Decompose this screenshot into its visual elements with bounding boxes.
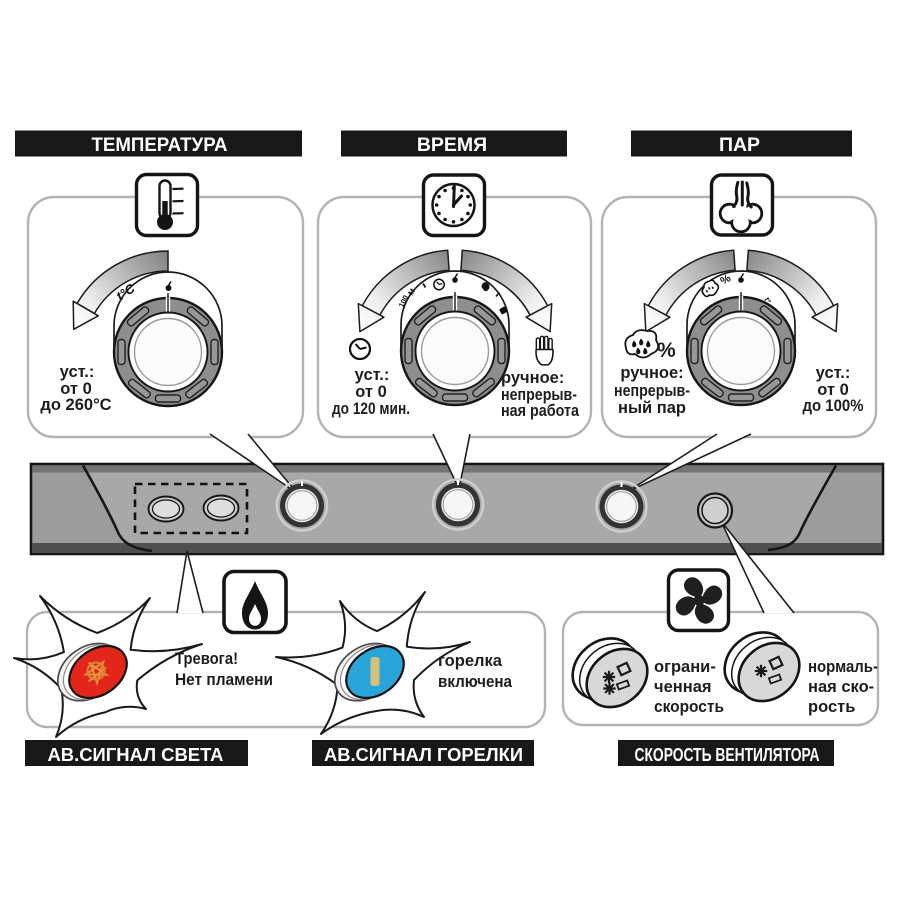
svg-text:ограни-: ограни- bbox=[654, 658, 716, 676]
svg-text:СКОРОСТЬ ВЕНТИЛЯТОРА: СКОРОСТЬ ВЕНТИЛЯТОРА bbox=[635, 745, 820, 765]
svg-text:от 0: от 0 bbox=[355, 383, 387, 401]
svg-text:Тревога!: Тревога! bbox=[175, 650, 238, 668]
svg-text:до 120 мин.: до 120 мин. bbox=[332, 400, 410, 418]
svg-text:скорость: скорость bbox=[654, 698, 724, 716]
svg-text:Нет пламени: Нет пламени bbox=[175, 671, 273, 689]
svg-text:непрерыв-: непрерыв- bbox=[614, 382, 690, 400]
svg-text:ТЕМПЕРАТУРА: ТЕМПЕРАТУРА bbox=[92, 134, 228, 156]
svg-text:ПАР: ПАР bbox=[719, 134, 760, 156]
svg-text:до 100%: до 100% bbox=[803, 397, 864, 415]
svg-text:нормаль-: нормаль- bbox=[808, 658, 878, 676]
svg-text:ный пар: ный пар bbox=[618, 399, 686, 417]
svg-text:горелка: горелка bbox=[438, 652, 503, 670]
svg-text:рость: рость bbox=[808, 698, 855, 716]
svg-text:от 0: от 0 bbox=[60, 380, 92, 398]
svg-text:ручное:: ручное: bbox=[501, 369, 564, 387]
svg-text:уст.:: уст.: bbox=[355, 366, 390, 384]
svg-text:M: M bbox=[406, 287, 417, 297]
svg-text:от 0: от 0 bbox=[817, 381, 849, 399]
svg-text:до 260°C: до 260°C bbox=[40, 396, 111, 414]
svg-text:ВРЕМЯ: ВРЕМЯ bbox=[417, 134, 487, 156]
svg-text:непрерыв-: непрерыв- bbox=[501, 386, 577, 404]
svg-text:ная работа: ная работа bbox=[501, 402, 580, 420]
svg-text:АВ.СИГНАЛ ГОРЕЛКИ: АВ.СИГНАЛ ГОРЕЛКИ bbox=[324, 744, 523, 765]
svg-text:АВ.СИГНАЛ СВЕТА: АВ.СИГНАЛ СВЕТА bbox=[48, 744, 224, 765]
svg-text:ченная: ченная bbox=[654, 678, 712, 696]
svg-text:ная ско-: ная ско- bbox=[808, 678, 874, 696]
svg-text:уст.:: уст.: bbox=[60, 363, 95, 381]
svg-text:t°: t° bbox=[762, 296, 773, 305]
svg-text:%: % bbox=[657, 339, 676, 362]
svg-text:ручное:: ручное: bbox=[620, 364, 683, 382]
svg-text:включена: включена bbox=[438, 673, 513, 691]
svg-text:уст.:: уст.: bbox=[816, 364, 851, 382]
